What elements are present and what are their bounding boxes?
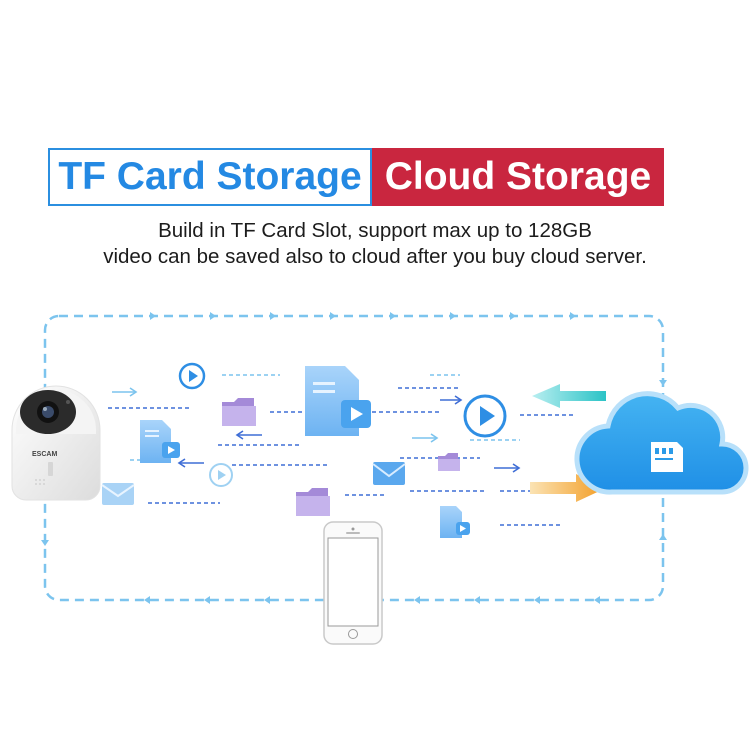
cloud-storage-label: Cloud Storage	[372, 148, 664, 206]
camera-brand: ESCAM	[32, 451, 57, 458]
tf-card-storage-label: TF Card Storage	[48, 148, 372, 206]
security-camera: ESCAM	[11, 385, 101, 501]
storage-title: TF Card Storage Cloud Storage	[48, 148, 664, 206]
description-line-1: Build in TF Card Slot, support max up to…	[158, 219, 592, 242]
play-icon-faded	[209, 463, 233, 487]
folder-icon	[222, 398, 256, 426]
play-icon-large	[463, 394, 507, 438]
smartphone	[323, 521, 383, 645]
frame-flow-arrows	[41, 312, 667, 604]
play-icon-small	[178, 362, 206, 390]
cloud-icon	[574, 391, 749, 495]
mail-icon	[101, 483, 135, 505]
description-line-2: video can be saved also to cloud after y…	[103, 245, 647, 268]
folder-icon	[438, 453, 460, 471]
video-file-icon	[305, 366, 371, 436]
download-arrow	[532, 384, 606, 408]
mail-icon	[372, 462, 406, 485]
small-arrows	[112, 387, 521, 473]
video-file-icon	[140, 420, 180, 463]
video-file-icon	[440, 506, 470, 538]
folder-icon	[296, 488, 330, 516]
sd-card-icon	[651, 442, 683, 472]
light-data-lines	[130, 374, 520, 461]
